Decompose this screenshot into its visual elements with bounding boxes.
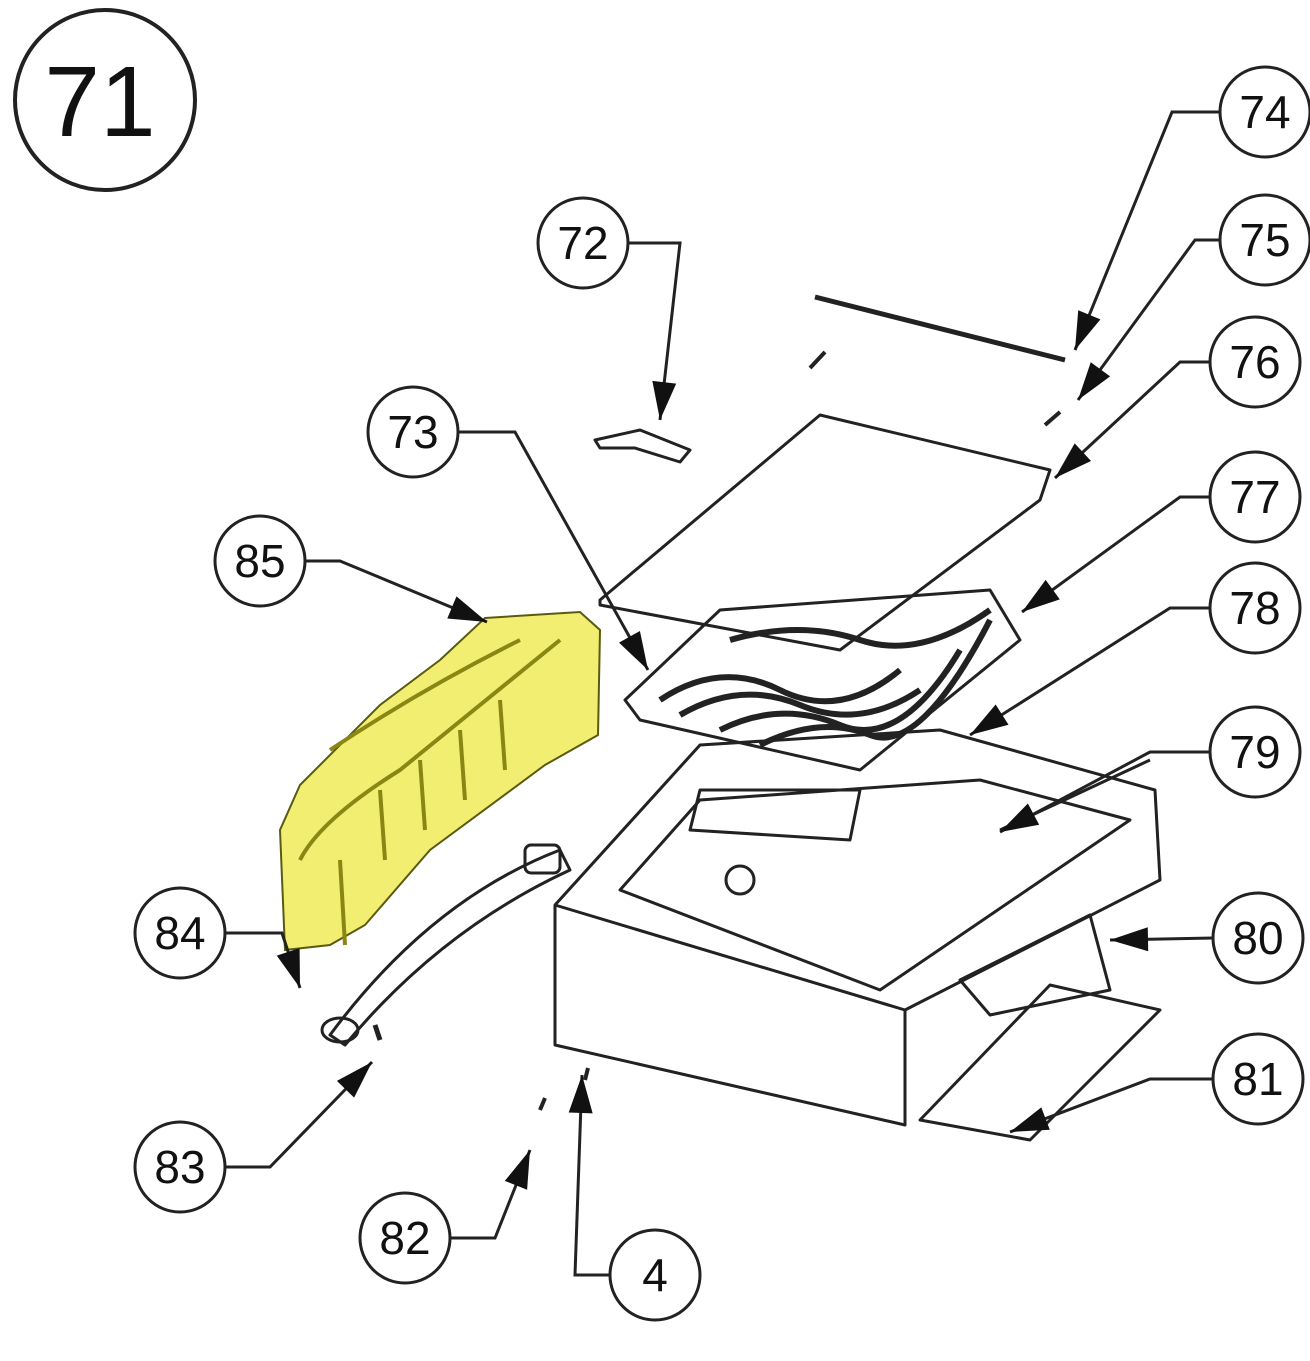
callout-number: 81 bbox=[1232, 1053, 1283, 1105]
arrow-icon bbox=[1055, 443, 1092, 478]
callout-number: 83 bbox=[154, 1141, 205, 1193]
leader-line-4 bbox=[573, 1074, 610, 1277]
leader-line-74 bbox=[1073, 110, 1220, 351]
callout-number: 79 bbox=[1229, 726, 1280, 778]
arrow-icon bbox=[276, 948, 300, 988]
callout-72[interactable]: 72 bbox=[536, 196, 630, 290]
callout-79[interactable]: 79 bbox=[1208, 705, 1302, 799]
part-bracket bbox=[593, 428, 692, 464]
arrow-icon bbox=[1000, 803, 1040, 832]
callout-77[interactable]: 77 bbox=[1208, 450, 1302, 544]
arrow-icon bbox=[1010, 1107, 1050, 1132]
leader-line-72 bbox=[628, 241, 682, 421]
callout-number: 75 bbox=[1239, 214, 1290, 266]
leader-line-76 bbox=[1053, 360, 1210, 480]
main-label: 71 bbox=[44, 46, 155, 158]
callout-number: 85 bbox=[234, 535, 285, 587]
part-drip-tray bbox=[918, 983, 1162, 1142]
parts-drawing bbox=[320, 294, 1162, 1142]
callout-number: 77 bbox=[1229, 471, 1280, 523]
arrow-icon bbox=[1022, 579, 1060, 612]
callout-76[interactable]: 76 bbox=[1208, 315, 1302, 409]
callout-85[interactable]: 85 bbox=[213, 514, 307, 608]
part-firebox bbox=[553, 728, 1162, 1127]
callout-number: 80 bbox=[1232, 912, 1283, 964]
arrow-icon bbox=[618, 630, 648, 670]
callout-75[interactable]: 75 bbox=[1218, 193, 1310, 287]
leader-line-85 bbox=[305, 559, 488, 624]
callout-84[interactable]: 84 bbox=[133, 886, 227, 980]
callout-81[interactable]: 81 bbox=[1211, 1032, 1305, 1126]
arrow-icon bbox=[1110, 927, 1149, 952]
leader-line-82 bbox=[450, 1149, 532, 1240]
arrow-icon bbox=[970, 704, 1009, 735]
part-handle-rail bbox=[328, 848, 572, 1047]
part-grate bbox=[623, 588, 1022, 772]
callout-78[interactable]: 78 bbox=[1208, 561, 1302, 655]
leader-line-75 bbox=[1076, 238, 1220, 401]
callout-number: 4 bbox=[642, 1249, 668, 1301]
callout-number: 78 bbox=[1229, 582, 1280, 634]
highlighted-part-85[interactable] bbox=[278, 610, 602, 952]
part-plate bbox=[598, 413, 1052, 652]
arrow-icon bbox=[1075, 310, 1101, 350]
leader-line-83 bbox=[225, 1060, 374, 1169]
arrow-icon bbox=[1078, 362, 1111, 400]
callout-number: 72 bbox=[557, 217, 608, 269]
callout-number: 74 bbox=[1239, 86, 1290, 138]
arrow-icon bbox=[504, 1150, 530, 1190]
part-rod bbox=[814, 294, 1066, 363]
leader-line-77 bbox=[1021, 495, 1210, 614]
arrow-icon bbox=[568, 1075, 593, 1114]
callout-4[interactable]: 4 bbox=[608, 1228, 702, 1322]
main-label-badge: 71 bbox=[13, 8, 197, 192]
callout-number: 82 bbox=[379, 1212, 430, 1264]
arrow-icon bbox=[336, 1062, 372, 1098]
callout-number: 76 bbox=[1229, 336, 1280, 388]
callout-83[interactable]: 83 bbox=[133, 1120, 227, 1214]
leader-lines bbox=[225, 110, 1220, 1277]
leader-line-73 bbox=[458, 430, 650, 671]
leader-line-79 bbox=[999, 750, 1210, 834]
callout-82[interactable]: 82 bbox=[358, 1191, 452, 1285]
callouts: 72 73 74 75 76 77 78 79 80 81 82 83 84 85 4 bbox=[133, 65, 1310, 1322]
leader-line-78 bbox=[969, 606, 1210, 737]
arrow-icon bbox=[447, 596, 487, 622]
arrow-icon bbox=[652, 380, 677, 420]
callout-number: 73 bbox=[387, 406, 438, 458]
leader-line-81 bbox=[1009, 1077, 1213, 1134]
callout-73[interactable]: 73 bbox=[366, 385, 460, 479]
callout-74[interactable]: 74 bbox=[1218, 65, 1310, 159]
callout-number: 84 bbox=[154, 907, 205, 959]
callout-80[interactable]: 80 bbox=[1211, 891, 1305, 985]
